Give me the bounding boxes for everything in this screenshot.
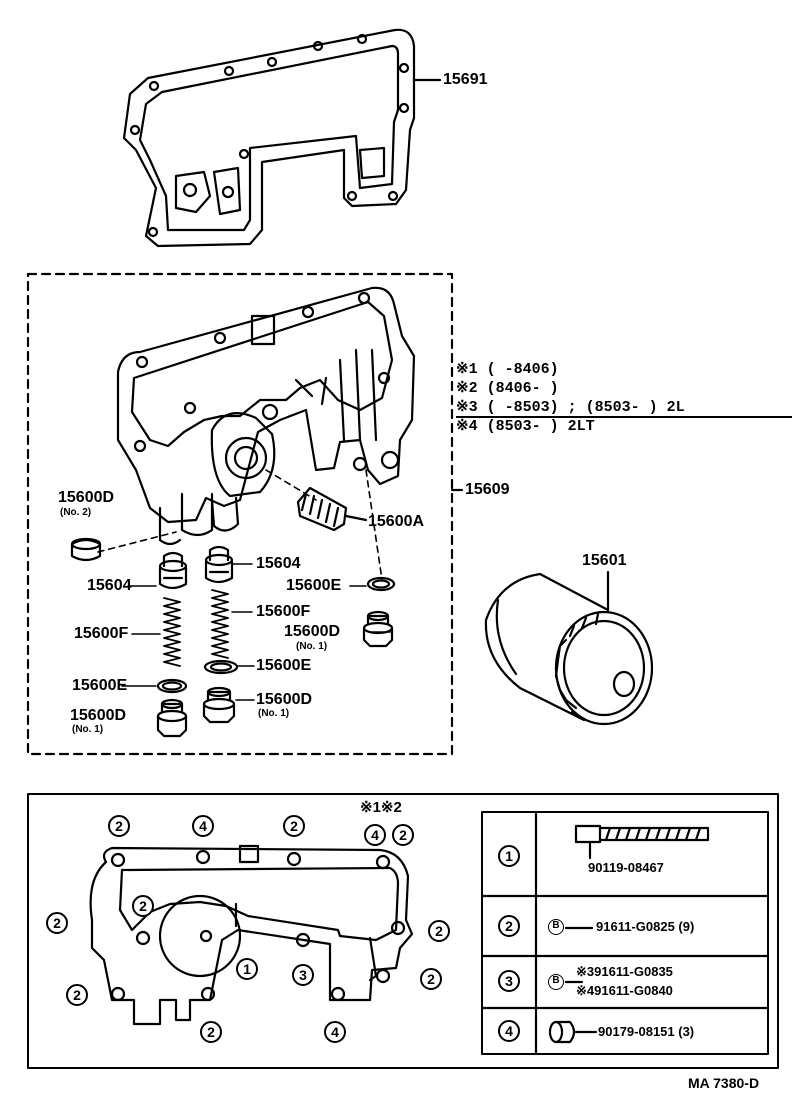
oil-filter-15601: [484, 570, 654, 726]
label-no2: (No. 2): [60, 507, 92, 518]
label-15600F-left: 15600F: [74, 625, 129, 642]
legend-key-1: 1: [498, 845, 520, 867]
washer-90179-08151-icon: [548, 1020, 598, 1044]
cover-outline: [89, 844, 414, 1026]
oil-cooler-body: [116, 286, 416, 546]
spring-15600F-left: [163, 597, 181, 667]
note-4: ※4 (8503- ) 2LT: [456, 418, 595, 435]
bolt-label: 2: [283, 815, 305, 837]
gasket-15691: [122, 28, 442, 248]
label-15691: 15691: [443, 71, 488, 88]
note-3: ※3 ( -8503) ; (8503- ) 2L: [456, 399, 685, 416]
label-15600E-left: 15600E: [72, 677, 128, 694]
bolt-label: 4: [192, 815, 214, 837]
note-1: ※1 ( -8406): [456, 361, 559, 378]
bolt-label: 2: [66, 984, 88, 1006]
label-15601: 15601: [582, 552, 627, 569]
label-15600E-mid: 15600E: [256, 657, 312, 674]
bolt-90119-08467-icon: [574, 824, 710, 860]
bolt-label: 1: [236, 958, 258, 980]
plug-15600D-no2: [70, 537, 102, 562]
bolt-label: 2: [108, 815, 130, 837]
label-15600E-right-top: 15600E: [286, 577, 342, 594]
label-15600F-right: 15600F: [256, 603, 311, 620]
label-15609: 15609: [465, 481, 510, 498]
label-15600D-no2: 15600D: [58, 489, 115, 506]
bolt-label: 2: [428, 920, 450, 942]
legend-code-3a: ※391611-G0835: [576, 964, 673, 979]
label-15600D-right: 15600D: [284, 623, 341, 640]
label-15604-right: 15604: [256, 555, 301, 572]
legend-key-4: 4: [498, 1020, 520, 1042]
note-divider: [456, 416, 792, 418]
bolt-label: 4: [324, 1021, 346, 1043]
piston-15604-left: [158, 551, 188, 590]
legend-code-4: 90179-08151 (3): [598, 1024, 695, 1039]
note-2: ※2 (8406- ): [456, 380, 559, 397]
label-no1-right: (No. 1): [296, 641, 328, 652]
diagram-id: MA 7380-D: [688, 1075, 760, 1091]
legend-key-3: 3: [498, 970, 520, 992]
label-no1-bottom-mid: (No. 1): [258, 708, 290, 719]
legend-code-2: 91611-G0825 (9): [596, 919, 695, 934]
label-15600D-bottom-left: 15600D: [70, 707, 127, 724]
legend-prefix-2: B: [548, 919, 564, 935]
bolt-label: 2: [46, 912, 68, 934]
label-15600D-bottom-mid: 15600D: [256, 691, 313, 708]
relief-valve-15600A: [296, 486, 368, 532]
bolt-label: 2: [132, 895, 154, 917]
label-15604-left: 15604: [87, 577, 132, 594]
bolt-label: 4: [364, 824, 386, 846]
legend-code-1: 90119-08467: [588, 860, 664, 875]
spring-15600F-right: [211, 589, 229, 659]
bolt-label: 3: [292, 964, 314, 986]
plug-15600D-no1-bottom-left: [156, 698, 188, 738]
bolt-label: 2: [420, 968, 442, 990]
bolt-label: 2: [392, 824, 414, 846]
bolt-label: 2: [200, 1021, 222, 1043]
legend-key-2: 2: [498, 915, 520, 937]
plug-15600D-no1-right: [362, 610, 394, 648]
plug-15600D-no1-bottom-mid: [202, 686, 236, 724]
legend-code-3b: ※491611-G0840: [576, 983, 673, 998]
legend-prefix-3: B: [548, 974, 564, 990]
header-marks: ※1※2: [360, 799, 402, 816]
piston-15604-right: [204, 545, 234, 584]
label-15600A: 15600A: [368, 513, 425, 530]
label-no1-bottom-left: (No. 1): [72, 724, 104, 735]
